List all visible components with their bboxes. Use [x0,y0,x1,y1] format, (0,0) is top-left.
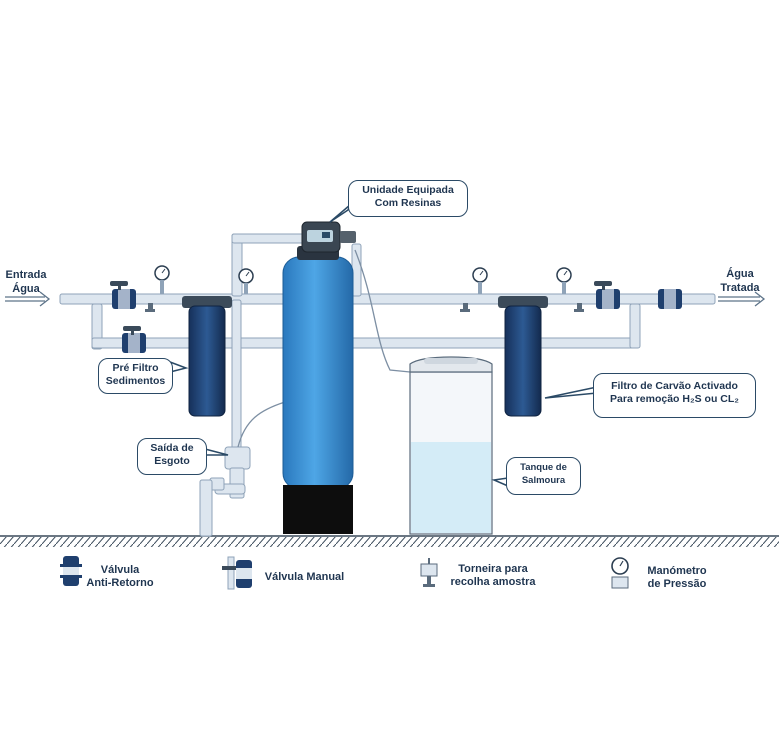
legend-sample-tap-line2: recolha amostra [450,576,536,588]
drain-line2: Esgoto [154,455,190,467]
resin-tank [282,221,356,534]
carbon-filter [498,296,548,417]
ground [0,535,779,547]
legend-sample-tap: Torneira para recolha amostra [448,563,538,589]
brine-tube [354,249,411,373]
inlet-arrow-icon [5,291,51,307]
carbon-filter-callout: Filtro de Carvão Activado Para remoção H… [593,373,756,418]
prefilter-callout: Pré Filtro Sedimentos [98,358,173,394]
inlet-label-line2: Água [12,283,40,295]
legend-sample-tap-line1: Torneira para [458,563,528,575]
resin-unit-callout: Unidade Equipada Com Resinas [348,180,468,217]
pressure-gauges [154,265,572,294]
carbon-line1: Filtro de Carvão Activado [611,380,738,392]
brine-line2: Salmoura [521,475,566,486]
inlet-label: Entrada Água [2,268,50,296]
sample-taps [145,303,584,312]
outlet-arrow-icon [718,291,766,307]
manual-valve-icon [222,556,252,590]
inlet-label-line1: Entrada [5,269,47,281]
legend-manual-valve: Válvula Manual [262,571,347,584]
sediment-prefilter [182,296,232,417]
legend-gauge: Manómetro de Pressão [642,565,712,591]
outlet-label-line2: Tratada [720,282,760,294]
legend-manual-valve-text: Válvula Manual [264,571,345,583]
legend-gauge-line2: de Pressão [647,578,707,590]
resin-unit-line1: Unidade Equipada [362,184,454,196]
prefilter-line1: Pré Filtro [112,362,159,374]
check-valve-icon [60,556,82,586]
drain-tube [237,401,286,448]
carbon-line2: Para remoção H₂S ou CL₂ [610,393,739,405]
check-valve [112,289,682,353]
pipework [59,233,716,537]
legend-check-valve-line1: Válvula [100,564,140,576]
drain-line1: Saída de [150,442,194,454]
outlet-label: Água Tratada [715,267,765,295]
resin-unit-line2: Com Resinas [374,197,442,209]
sample-tap-icon [420,558,438,587]
brine-line1: Tanque de [520,462,567,473]
prefilter-line2: Sedimentos [105,375,166,387]
outlet-label-line1: Água [726,268,754,280]
legend-check-valve: Válvula Anti-Retorno [85,564,155,590]
manual-valve-handles [110,281,612,335]
drain-callout: Saída de Esgoto [137,438,207,475]
brine-tank-callout: Tanque de Salmoura [506,457,581,495]
pressure-gauge-icon [611,557,629,589]
brine-tank [409,356,493,535]
legend-gauge-line1: Manómetro [647,565,707,577]
callout-pointers [169,204,598,487]
legend-check-valve-line2: Anti-Retorno [86,577,154,589]
